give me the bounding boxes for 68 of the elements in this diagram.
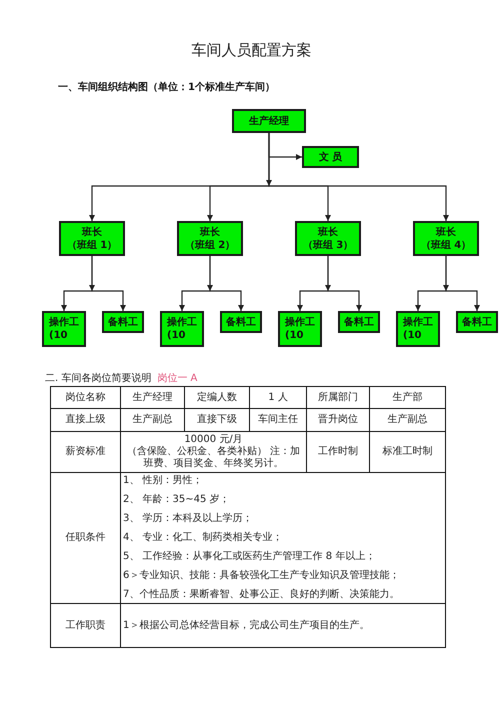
requirement-item: 6＞专业知识、技能：具备较强化工生产专业知识及管理技能； <box>123 570 400 582</box>
field-value: 生产副总 <box>388 414 428 425</box>
field-name: 薪资标准 <box>66 446 106 457</box>
field-name: 工作时制 <box>318 446 358 457</box>
team-name: （班组 3） <box>302 238 354 252</box>
field-value: 标准工时制 <box>382 446 432 457</box>
requirement-item: 4、 专业：化工、制药类相关专业； <box>123 532 283 543</box>
role-box <box>413 221 479 256</box>
requirement-item: 2、 年龄：35~45 岁； <box>123 494 230 505</box>
connector-arrow <box>209 256 244 311</box>
role-box <box>160 311 204 347</box>
role-box <box>456 311 498 333</box>
field-name: 直接上级 <box>66 414 106 425</box>
field-name: 工作职责 <box>66 620 106 630</box>
field-name: 岗位名称 <box>66 392 106 402</box>
role-name: 班长 <box>318 226 338 238</box>
role-box <box>302 146 359 168</box>
duty-text: 1＞根据公司总体经营目标，完成公司生产项目的生产。 <box>123 620 370 630</box>
field-name: 定编人数 <box>197 392 237 402</box>
role-name: 备料工 <box>226 316 256 328</box>
section-heading: 二. 车间各岗位简要说明 <box>45 373 152 385</box>
role-box <box>396 311 440 347</box>
requirement-item: 3、 学历：本科及以上学历； <box>123 512 253 524</box>
connector-arrow <box>91 256 126 311</box>
connector-arrow <box>445 256 480 311</box>
field-value: 车间主任 <box>258 414 298 425</box>
role-name: 操作工 (10 <box>285 316 316 342</box>
role-name: 操作工 (10 <box>403 316 434 342</box>
connector-arrow <box>268 133 449 221</box>
role-box <box>59 221 125 256</box>
field-name: 任职条件 <box>66 532 106 543</box>
field-value: 生产经理 <box>132 392 172 402</box>
field-value: 生产部 <box>392 392 422 402</box>
field-name: 晋升岗位 <box>318 414 358 425</box>
role-name: 备料工 <box>344 316 374 328</box>
role-name: 班长 <box>436 226 456 238</box>
role-box <box>338 311 380 333</box>
role-name: 文 员 <box>318 150 342 164</box>
field-name: 所属部门 <box>318 392 358 402</box>
position-tag: 岗位一 A <box>157 373 198 385</box>
role-name: 备料工 <box>462 316 492 328</box>
section-heading: 一、车间组织结构图（单位：1个标准生产车间） <box>58 81 275 94</box>
role-box <box>278 311 322 347</box>
role-name: 班长 <box>82 226 102 238</box>
role-name: 操作工 (10 <box>167 316 198 342</box>
role-name: 备料工 <box>108 316 138 328</box>
requirement-item: 1、 性别：男性； <box>123 474 203 486</box>
role-name: 班长 <box>200 226 220 238</box>
field-value: 1 人 <box>268 392 288 402</box>
role-box <box>42 311 86 347</box>
team-name: （班组 4） <box>420 238 472 252</box>
role-box <box>220 311 262 333</box>
salary-text: （含保险、公积金、各类补贴） 注：加班费、项目奖金、年终奖另计。 <box>126 446 300 469</box>
role-name: 操作工 (10 <box>49 316 80 342</box>
salary-text: 10000 元/月 <box>184 434 243 445</box>
role-name: 生产经理 <box>249 114 289 128</box>
team-name: （班组 2） <box>184 238 236 252</box>
field-value: 生产副总 <box>132 414 172 425</box>
page-title: 车间人员配置方案 <box>192 41 312 59</box>
role-box <box>177 221 243 256</box>
role-box <box>295 221 361 256</box>
requirement-item: 5、 工作经验：从事化工或医药生产管理工作 8 年以上； <box>123 551 376 562</box>
requirement-item: 7、个性品质：果断睿智、处事公正、良好的判断、决策能力。 <box>123 589 400 600</box>
team-name: （班组 1） <box>66 238 118 252</box>
role-box <box>232 109 306 133</box>
connector-arrow <box>327 256 362 311</box>
field-name: 直接下级 <box>197 414 237 425</box>
role-box <box>102 311 144 333</box>
